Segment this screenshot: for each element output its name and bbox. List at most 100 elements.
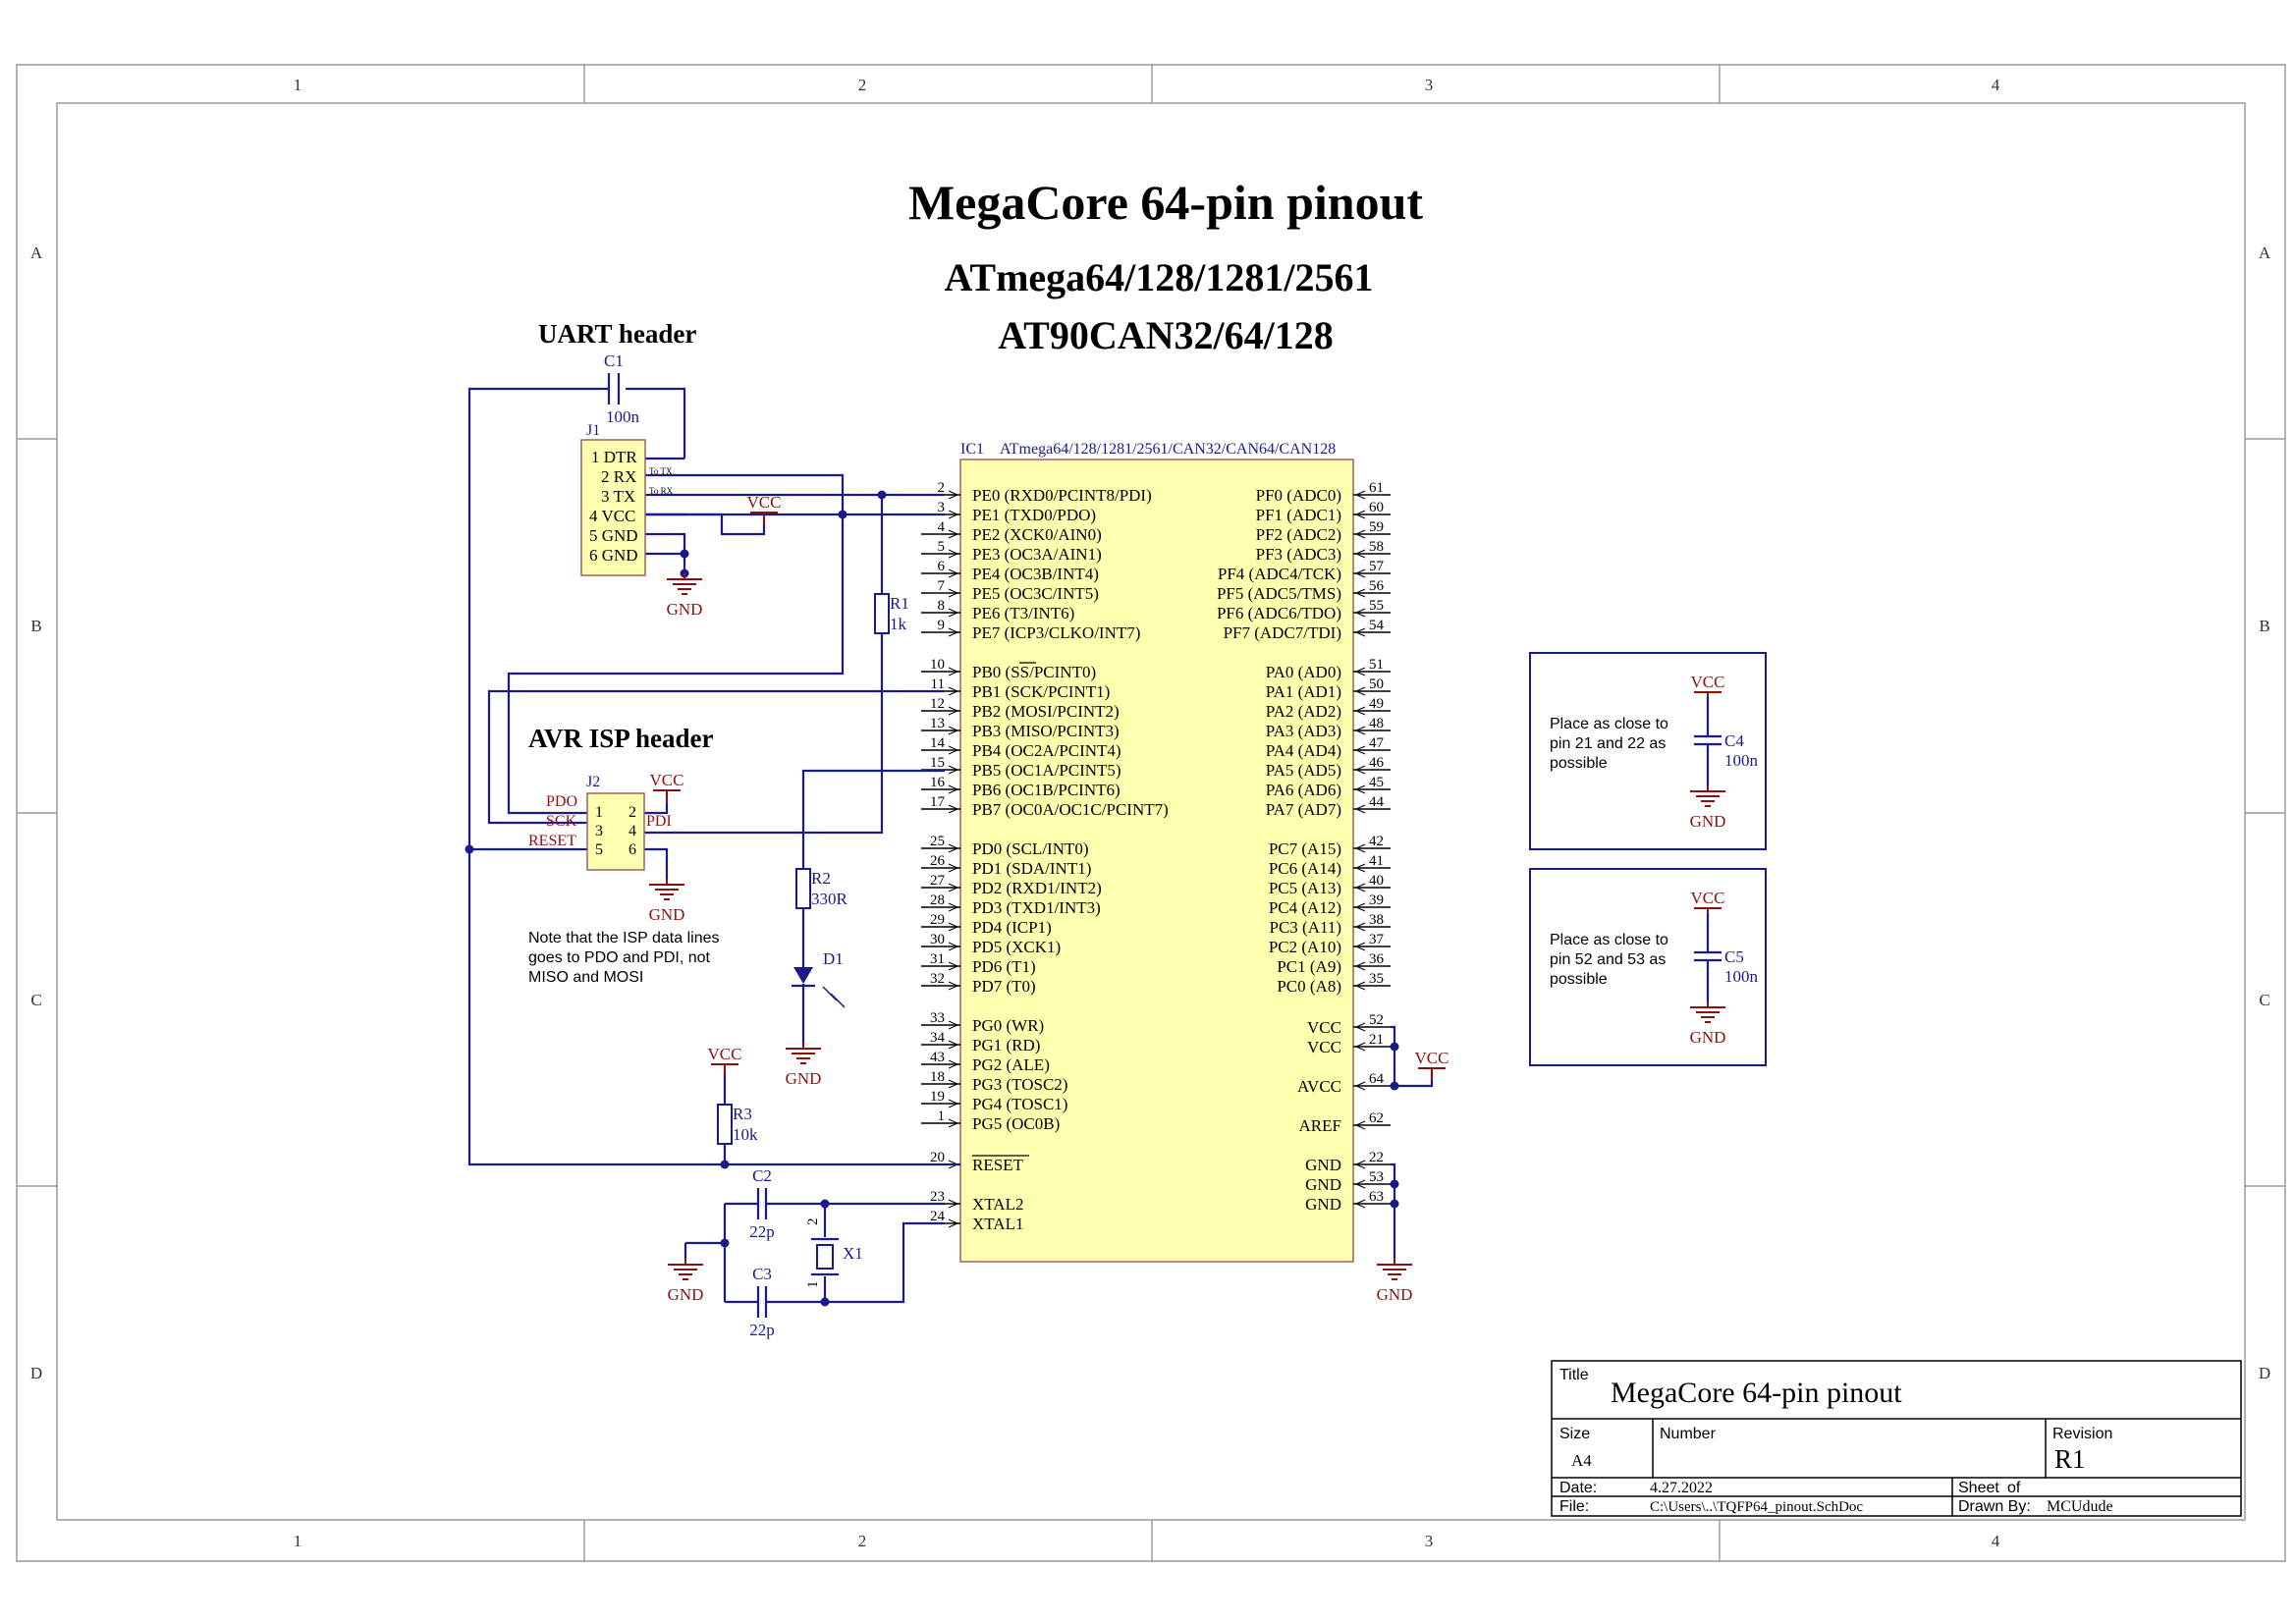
j1-pin: 2 RX	[601, 467, 636, 486]
r2-value: 330R	[811, 890, 848, 908]
row-label: B	[2259, 617, 2269, 635]
ic1-pin-name: PA1 (AD1)	[1266, 682, 1341, 701]
ic1-pin-name: GND	[1305, 1195, 1341, 1214]
ic1-pin-name: PG1 (RD)	[972, 1036, 1040, 1054]
drawing-frame	[16, 64, 2286, 1562]
ic1-pin-name: PC7 (A15)	[1269, 839, 1341, 858]
ic1-pin-number: 55	[1369, 598, 1384, 614]
c1-designator: C1	[604, 351, 624, 370]
sheet-subtitle-2: AT90CAN32/64/128	[998, 313, 1333, 357]
ic1-pin-number: 25	[930, 834, 945, 849]
ic1-pin-name: PA0 (AD0)	[1266, 663, 1341, 681]
file-label: File:	[1559, 1498, 1589, 1515]
ic1-pin-number: 53	[1369, 1169, 1384, 1185]
ic1-pin-name: PG0 (WR)	[972, 1016, 1044, 1035]
ic1-pin-number: 23	[930, 1189, 945, 1205]
drawn-label: Drawn By:	[1958, 1498, 2031, 1515]
c3-designator: C3	[752, 1265, 772, 1283]
ic1-pin-name: PC3 (A11)	[1269, 918, 1341, 937]
ic1-pin-number: 41	[1369, 853, 1384, 869]
gnd-label: GND	[649, 905, 685, 924]
ic1-pin-name: PC4 (A12)	[1269, 898, 1341, 917]
ic1-pin-name: PE3 (OC3A/AIN1)	[972, 545, 1102, 564]
ic1-pin: 42 PC7 (A15)	[1269, 834, 1391, 858]
ic1-pin-name: PB4 (OC2A/PCINT4)	[972, 741, 1121, 760]
c5-note-line: Place as close to	[1550, 932, 1668, 948]
j1-pin: 4 VCC	[589, 507, 635, 525]
j2-net-reset: RESET	[528, 833, 576, 849]
ic1-pin-number: 60	[1369, 500, 1384, 515]
revision-value: R1	[2054, 1444, 2086, 1474]
isp-note-line: MISO and MOSI	[528, 969, 643, 986]
x1-crystal: X1 2 1	[805, 1218, 863, 1289]
x1-pin-1: 1	[805, 1281, 821, 1289]
col-label: 2	[858, 76, 867, 94]
vcc-symbol: VCC	[708, 1045, 742, 1076]
gnd-label: GND	[786, 1069, 822, 1088]
ic1-pin-number: 26	[930, 853, 946, 869]
c4-note-box: Place as close to pin 21 and 22 as possi…	[1529, 652, 1767, 850]
r1-designator: R1	[890, 594, 909, 613]
vcc-label: VCC	[708, 1045, 742, 1063]
ic1-pin-number: 51	[1369, 657, 1384, 673]
ic1-pin-name: PF4 (ADC4/TCK)	[1218, 565, 1341, 583]
ic1-pin-number: 56	[1369, 578, 1385, 594]
ic1-pin-number: 5	[938, 539, 946, 555]
ic1-pin-name: PD6 (T1)	[972, 957, 1036, 976]
j1-pin: 3 TX	[601, 487, 635, 506]
ic1-pin-number: 47	[1369, 735, 1385, 751]
title-value: MegaCore 64-pin pinout	[1611, 1377, 1902, 1409]
ic1-pin-number: 42	[1369, 834, 1384, 849]
ic1-pin-name: XTAL1	[972, 1215, 1023, 1233]
size-value: A4	[1571, 1451, 1592, 1470]
junctions	[465, 490, 1399, 1307]
ic1-pin-name: PD4 (ICP1)	[972, 918, 1052, 937]
ic1-pin-name: PE0 (RXD0/PCINT8/PDI)	[972, 486, 1152, 505]
c2-designator: C2	[752, 1166, 772, 1185]
ic1-pin-number: 61	[1369, 480, 1384, 496]
c5-value: 100n	[1724, 967, 1759, 986]
r2-designator: R2	[811, 869, 831, 888]
ic1-pin-number: 36	[1369, 951, 1385, 967]
j1-connector: J1 1 DTR 2 RX 3 TX 4 VCC 5 GND 6 GND To …	[580, 422, 674, 576]
ic1-pin: 50 PA1 (AD1)	[1266, 676, 1391, 701]
vcc-symbol: VCC	[650, 771, 683, 802]
c1-capacitor: C1 100n	[604, 351, 640, 426]
ic1-pin-name: GND	[1305, 1175, 1341, 1194]
gnd-label: GND	[668, 1285, 704, 1304]
ic1-pin-number: 37	[1369, 932, 1385, 947]
j2-pin: 4	[629, 823, 636, 839]
ic1-pin-number: 59	[1369, 519, 1384, 535]
col-label: 2	[858, 1532, 867, 1550]
row-label: C	[30, 991, 41, 1009]
ic1-pin-number: 6	[938, 559, 946, 574]
ic1-pin-name: PB6 (OC1B/PCINT6)	[972, 781, 1121, 799]
ic1-pin-number: 50	[1369, 676, 1384, 692]
ic1-pin-number: 21	[1369, 1032, 1384, 1048]
ic1-pin-name: PB1 (SCK/PCINT1)	[972, 682, 1110, 701]
r3-resistor: R3 10k	[717, 1104, 758, 1145]
ic1-pin-name: PA5 (AD5)	[1266, 761, 1341, 780]
r1-value: 1k	[890, 615, 907, 633]
ic1-pin-number: 24	[930, 1209, 946, 1224]
ic1-pin-name: PF1 (ADC1)	[1256, 506, 1341, 524]
row-label: D	[30, 1364, 42, 1382]
date-value: 4.27.2022	[1650, 1480, 1713, 1496]
